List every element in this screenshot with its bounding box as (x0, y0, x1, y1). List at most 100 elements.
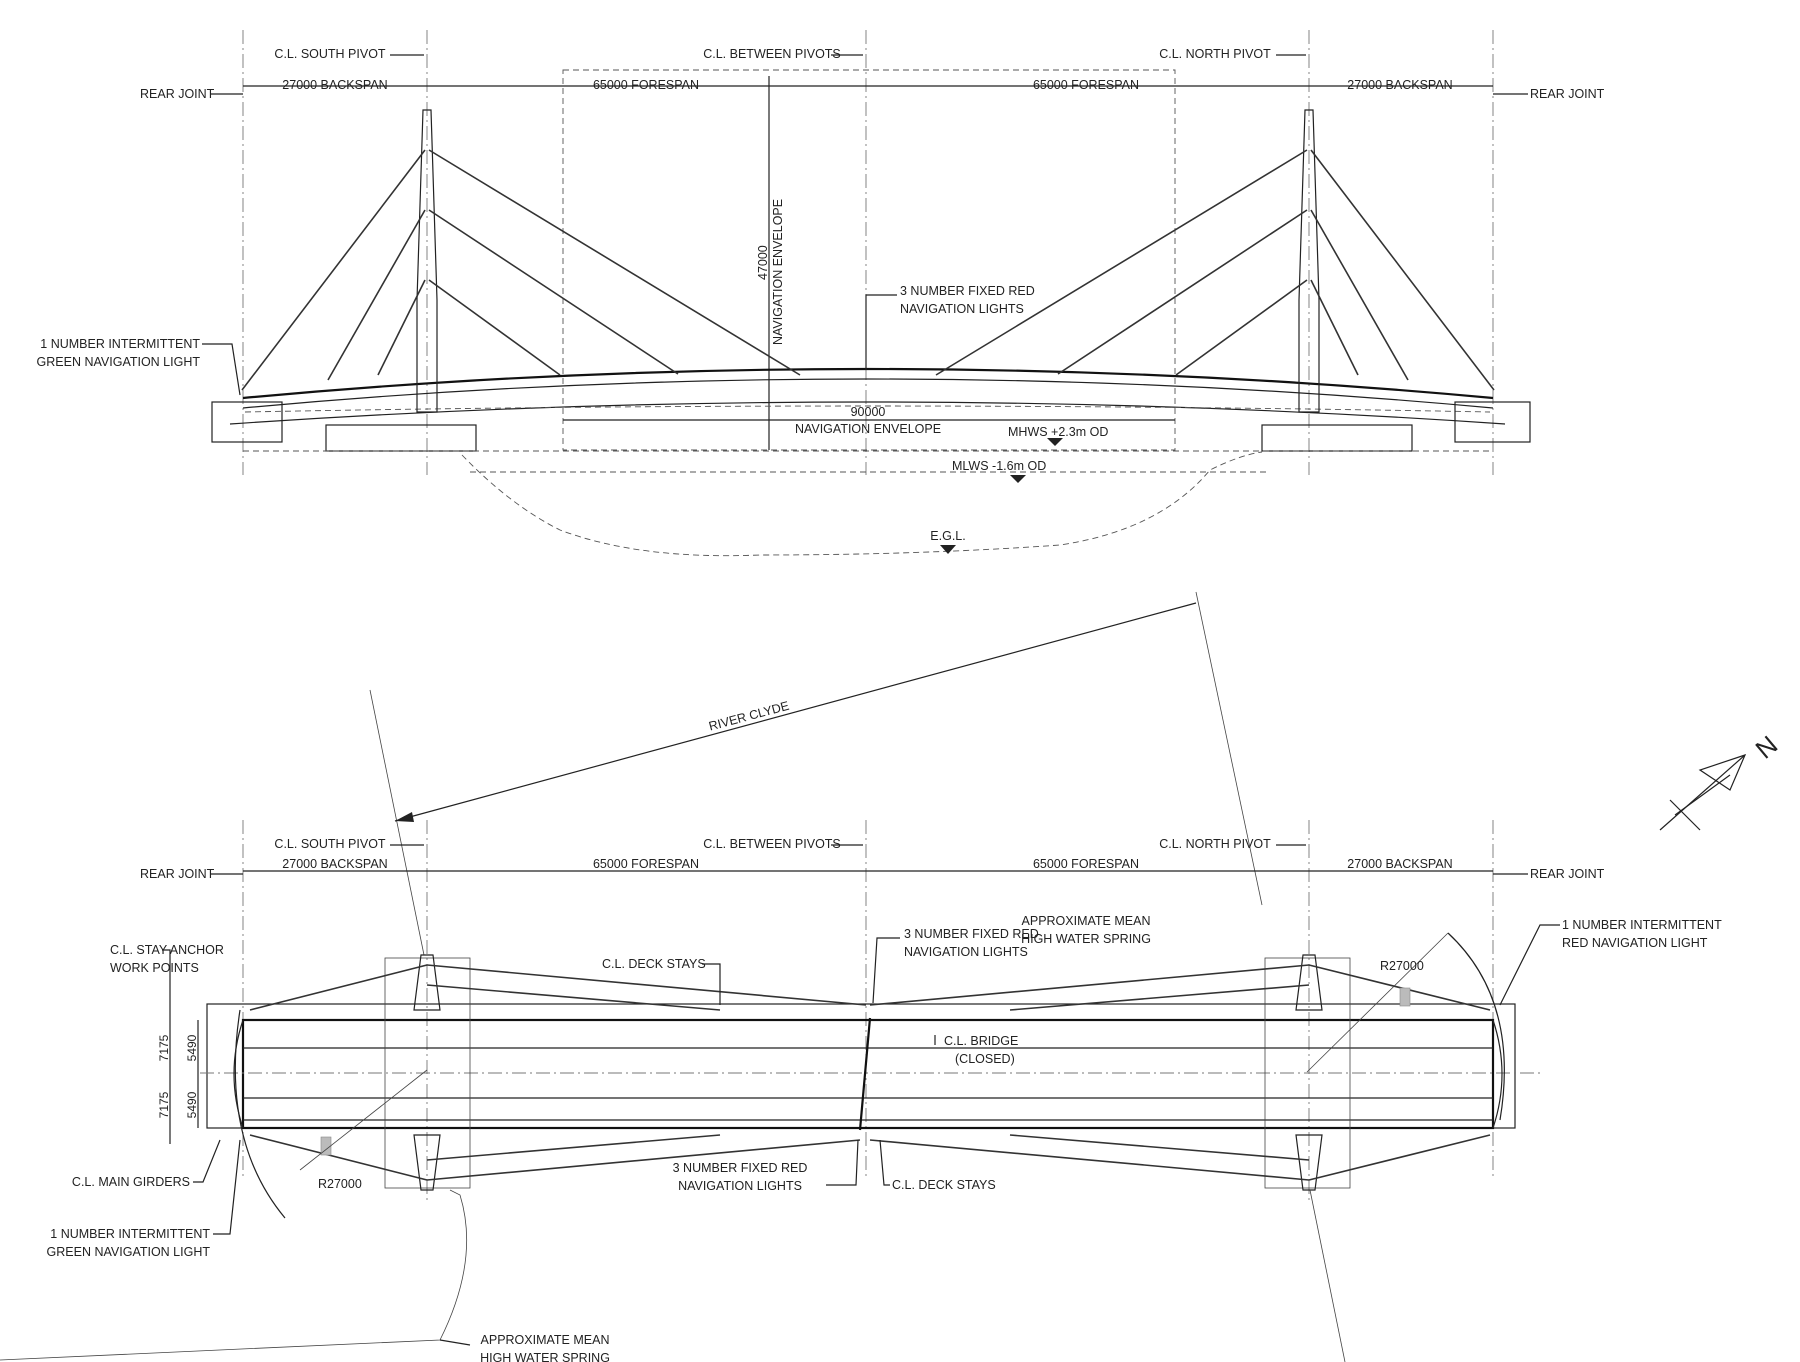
elev-green-light-2: GREEN NAVIGATION LIGHT (37, 355, 201, 369)
swing-arc-north (1447, 932, 1505, 1121)
r27000-right: R27000 (1380, 959, 1424, 973)
south-pylon-plan-top (413, 954, 441, 1011)
elev-green-light-1: 1 NUMBER INTERMITTENT (40, 337, 200, 351)
north-pier-base (1261, 424, 1413, 452)
deck-stays-top: C.L. DECK STAYS (602, 957, 706, 971)
nav-height-value: 47000 (756, 245, 770, 280)
north-arrow-icon: N (1659, 730, 1784, 831)
elev-north-pivot-label: C.L. NORTH PIVOT (1159, 47, 1271, 61)
deck-top (242, 367, 1494, 400)
plan-forespan-right: 65000 FORESPAN (1033, 857, 1139, 871)
elev-red-lights-leader (865, 294, 897, 370)
riverbed-egl (461, 451, 1263, 557)
plan-forespan-left: 65000 FORESPAN (593, 857, 699, 871)
mlws-marker (1010, 475, 1026, 483)
north-label: N (1750, 730, 1784, 765)
green-light-1: 1 NUMBER INTERMITTENT (50, 1227, 210, 1241)
red-lights-bot-1: 3 NUMBER FIXED RED (673, 1161, 808, 1175)
dim-7175-bottom: 7175 (157, 1091, 171, 1118)
river-direction-arrow (394, 602, 1197, 822)
south-pylon-plan-bottom (413, 1134, 441, 1191)
approx-mean-top-2: HIGH WATER SPRING (1021, 932, 1151, 946)
deck-centre-line (244, 405, 1491, 413)
nav-width-label: NAVIGATION ENVELOPE (795, 422, 941, 436)
approx-mean-bot-1: APPROXIMATE MEAN (481, 1333, 610, 1347)
plan-backspan-right: 27000 BACKSPAN (1347, 857, 1452, 871)
north-pylon (1298, 109, 1320, 413)
elev-forespan-left: 65000 FORESPAN (593, 78, 699, 92)
south-pylon-pad (384, 957, 471, 1189)
north-pylon-plan-bottom (1295, 1134, 1323, 1191)
mid-joint (858, 1017, 872, 1131)
stay-anchor-leader (162, 949, 171, 1004)
plan-backspan-left: 27000 BACKSPAN (282, 857, 387, 871)
elev-backspan-right: 27000 BACKSPAN (1347, 78, 1452, 92)
deck-stays-bottom: C.L. DECK STAYS (892, 1178, 996, 1192)
plan-view: RIVER CLYDE C.L. SOUTH PIVOT C.L. BETWEE… (0, 591, 1784, 1362)
red-int-1: 1 NUMBER INTERMITTENT (1562, 918, 1722, 932)
south-pylon (416, 109, 438, 413)
main-girders: C.L. MAIN GIRDERS (72, 1175, 190, 1189)
deck-stays-top-leader (702, 963, 721, 1005)
south-stays (241, 149, 801, 391)
elev-south-pivot-label: C.L. SOUTH PIVOT (274, 47, 385, 61)
red-int-2: RED NAVIGATION LIGHT (1562, 936, 1708, 950)
plan-stays (249, 964, 1491, 1181)
radius-line-north (1306, 932, 1449, 1073)
plan-deck (241, 1018, 1495, 1130)
bank-line-bottom-north (1309, 1189, 1346, 1362)
south-abutment (211, 401, 283, 443)
green-light-2: GREEN NAVIGATION LIGHT (47, 1245, 211, 1259)
mhws-label: MHWS +2.3m OD (1008, 425, 1108, 439)
nav-height-label: NAVIGATION ENVELOPE (771, 199, 785, 345)
radius-line-south (299, 1069, 428, 1171)
elev-forespan-right: 65000 FORESPAN (1033, 78, 1139, 92)
river-arrow-head (395, 812, 414, 822)
north-anchor-block (1399, 987, 1411, 1007)
north-abutment (1454, 401, 1531, 443)
cl-bridge-2: (CLOSED) (955, 1052, 1015, 1066)
red-lights-top-2: NAVIGATION LIGHTS (904, 945, 1028, 959)
north-pylon-plan-top (1295, 954, 1323, 1011)
south-pier-base (325, 424, 477, 452)
north-stays (935, 149, 1495, 391)
egl-label: E.G.L. (930, 529, 965, 543)
red-lights-bot-leader (826, 1139, 859, 1186)
approx-mean-bot-leader (439, 1339, 471, 1346)
bank-line-bottom-south (0, 1189, 468, 1361)
red-lights-top-1: 3 NUMBER FIXED RED (904, 927, 1039, 941)
north-pylon-pad (1264, 957, 1351, 1189)
elev-rear-joint-left: REAR JOINT (140, 87, 215, 101)
dim-5490-top: 5490 (185, 1034, 199, 1061)
red-lights-bot-2: NAVIGATION LIGHTS (678, 1179, 802, 1193)
deck-stays-bottom-leader (879, 1139, 890, 1186)
dim-5490-bottom: 5490 (185, 1091, 199, 1118)
approx-mean-top-1: APPROXIMATE MEAN (1022, 914, 1151, 928)
red-lights-top-leader (872, 937, 900, 1004)
north-end-curve (1492, 1019, 1503, 1129)
mhws-marker (1047, 438, 1063, 446)
approx-mean-bot-2: HIGH WATER SPRING (480, 1351, 610, 1362)
mlws-label: MLWS -1.6m OD (952, 459, 1046, 473)
dim-7175-top: 7175 (157, 1034, 171, 1061)
navigation-envelope-box (562, 69, 1176, 451)
cl-bridge-1: C.L. BRIDGE (944, 1034, 1018, 1048)
elev-red-lights-2: NAVIGATION LIGHTS (900, 302, 1024, 316)
r27000-left: R27000 (318, 1177, 362, 1191)
red-int-leader (1499, 924, 1560, 1006)
plan-between-pivots-label: C.L. BETWEEN PIVOTS (703, 837, 841, 851)
elev-backspan-left: 27000 BACKSPAN (282, 78, 387, 92)
deck-rail (242, 378, 1494, 409)
plan-south-pivot-label: C.L. SOUTH PIVOT (274, 837, 385, 851)
swing-arc-south (234, 1009, 286, 1219)
deck-soffit (229, 401, 1506, 425)
green-light-leader (213, 1139, 241, 1235)
plan-rear-joint-left: REAR JOINT (140, 867, 215, 881)
elev-rear-joint-right: REAR JOINT (1530, 87, 1605, 101)
stay-anchor-2: WORK POINTS (110, 961, 199, 975)
nav-width-value: 90000 (851, 405, 886, 419)
bank-line-south (369, 689, 425, 956)
elevation-view: C.L. SOUTH PIVOT C.L. BETWEEN PIVOTS C.L… (37, 30, 1605, 557)
bank-line-north (1195, 591, 1263, 906)
